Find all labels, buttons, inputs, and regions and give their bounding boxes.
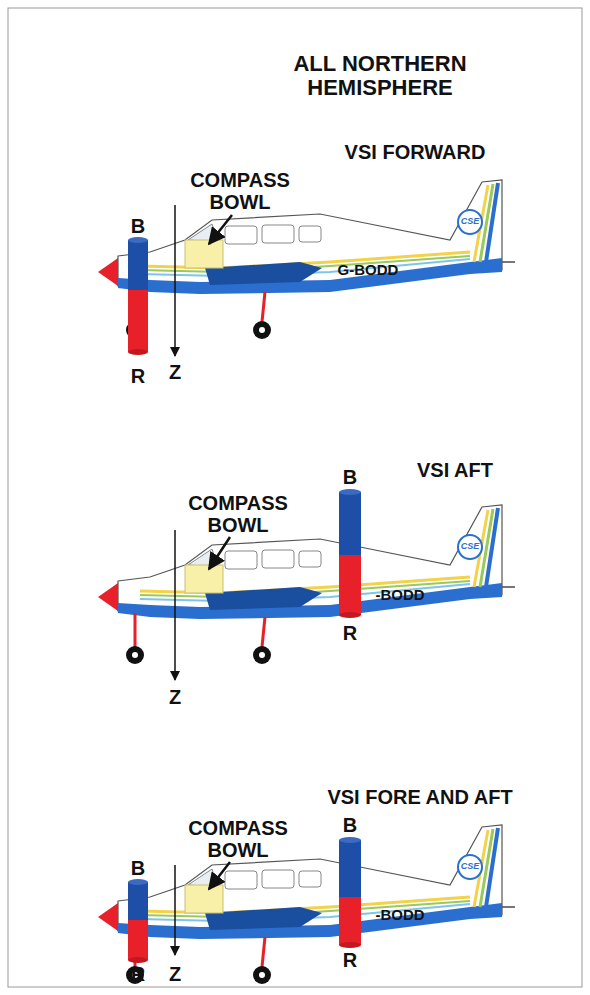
axis-letter: Z (169, 361, 181, 383)
pole-letter: B (343, 814, 357, 836)
section-heading: VSI FORE AND AFT (327, 786, 512, 808)
pole-letter: R (343, 622, 357, 644)
pole-letter: R (131, 365, 145, 387)
axis-letter: Z (169, 686, 181, 708)
logo-text: CSE (461, 217, 480, 227)
part-name: COMPASS BOWL (173, 492, 303, 536)
section-heading: VSI FORWARD (345, 141, 486, 163)
pole-letter: R (131, 963, 145, 985)
diagram-title: ALL NORTHERN HEMISPHERE (270, 52, 490, 100)
logo-text: CSE (461, 862, 480, 872)
pole-letter: B (131, 215, 145, 237)
axis-letter: Z (169, 963, 181, 985)
pole-letter: R (343, 949, 357, 971)
part-name: COMPASS BOWL (175, 169, 305, 213)
registration: -BODD (375, 907, 424, 924)
pole-letter: B (131, 857, 145, 879)
registration: -BODD (375, 587, 424, 604)
section-heading: VSI AFT (417, 459, 493, 481)
part-name: COMPASS BOWL (173, 817, 303, 861)
pole-letter: B (343, 466, 357, 488)
logo-text: CSE (461, 542, 480, 552)
registration: G-BODD (338, 262, 399, 279)
